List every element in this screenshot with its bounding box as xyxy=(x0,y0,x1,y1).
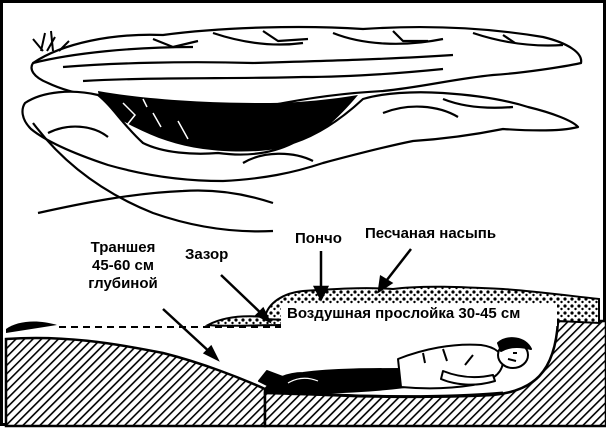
person-lying xyxy=(258,337,532,394)
trench-label-line-3: глубиной xyxy=(88,275,158,292)
air-layer-label: Воздушная прослойка 30-45 см xyxy=(287,305,521,322)
ground-left xyxy=(4,336,267,428)
trench-depth-label: Траншея 45-60 см глубиной xyxy=(75,239,171,293)
rock-piles xyxy=(21,90,580,233)
sand-pile-label: Песчаная насыпь xyxy=(365,225,497,242)
cave-shadow xyxy=(98,91,358,152)
grass-tuft xyxy=(32,30,70,52)
air-layer-band xyxy=(281,304,557,326)
gap-label: Зазор xyxy=(185,246,229,263)
poncho-label: Пончо xyxy=(295,230,342,247)
arrows xyxy=(162,248,412,362)
trench-label-line-2: 45-60 см xyxy=(92,257,154,274)
illustration xyxy=(4,25,606,428)
cave-texture xyxy=(122,98,189,140)
trench-label-line-1: Траншея xyxy=(90,239,156,256)
left-mound xyxy=(6,321,57,333)
